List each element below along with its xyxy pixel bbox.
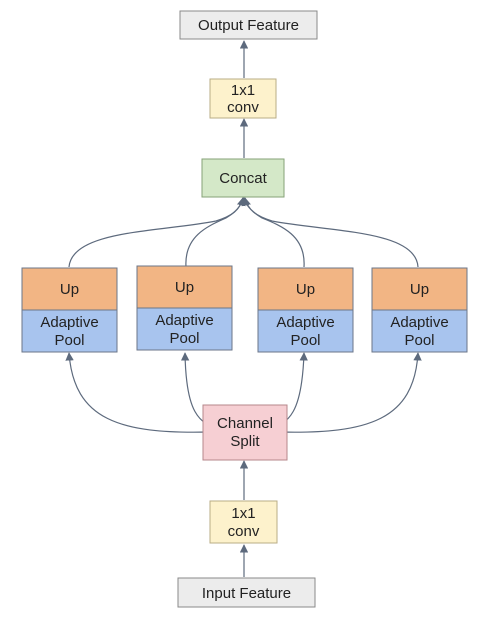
conv-bottom-label-line-1: 1x1 — [231, 505, 255, 522]
conv-top-label-line-2: conv — [227, 99, 259, 116]
channel-split-label-line-2: Split — [230, 433, 260, 450]
branch-2-up-label: Up — [175, 279, 194, 296]
output-feature-node: Output Feature — [179, 10, 318, 40]
edges — [65, 40, 422, 577]
concat-label: Concat — [219, 170, 267, 187]
edge-up-1-to-concat — [68, 197, 246, 268]
branch-3-pool-label-line-1: Adaptive — [276, 314, 334, 331]
edge-split-to-pool-1 — [65, 352, 209, 433]
channel-split-node: Channel Split — [202, 404, 288, 461]
branch-2: Up Adaptive Pool — [136, 265, 233, 351]
branch-3-pool-label-line-2: Pool — [290, 332, 320, 349]
branch-1-pool-label-line-2: Pool — [54, 332, 84, 349]
branch-3: Up Adaptive Pool — [257, 267, 354, 353]
edge-up-3-to-concat — [241, 197, 305, 268]
branch-1-pool-label-line-1: Adaptive — [40, 314, 98, 331]
branch-2-pool-label-line-1: Adaptive — [155, 312, 213, 329]
input-feature-node: Input Feature — [177, 577, 316, 608]
branch-2-pool-label-line-2: Pool — [169, 330, 199, 347]
branch-4-pool-label-line-2: Pool — [404, 332, 434, 349]
edge-up-4-to-concat — [242, 197, 419, 268]
branch-4-pool-label-line-1: Adaptive — [390, 314, 448, 331]
concat-node: Concat — [201, 158, 285, 198]
branch-3-up-label: Up — [296, 281, 315, 298]
conv-top-node: 1x1 conv — [209, 78, 277, 119]
channel-split-label-line-1: Channel — [217, 415, 273, 432]
conv-top-label-line-1: 1x1 — [231, 82, 255, 99]
edge-split-to-pool-4 — [279, 352, 422, 433]
branch-4-up-label: Up — [410, 281, 429, 298]
conv-bottom-label-line-2: conv — [228, 523, 260, 540]
conv-bottom-node: 1x1 conv — [209, 500, 278, 544]
branch-1: Up Adaptive Pool — [21, 267, 118, 353]
input-feature-label: Input Feature — [202, 585, 291, 602]
branch-4: Up Adaptive Pool — [371, 267, 468, 353]
edge-up-2-to-concat — [185, 197, 246, 268]
output-feature-label: Output Feature — [198, 17, 299, 34]
branch-1-up-label: Up — [60, 281, 79, 298]
